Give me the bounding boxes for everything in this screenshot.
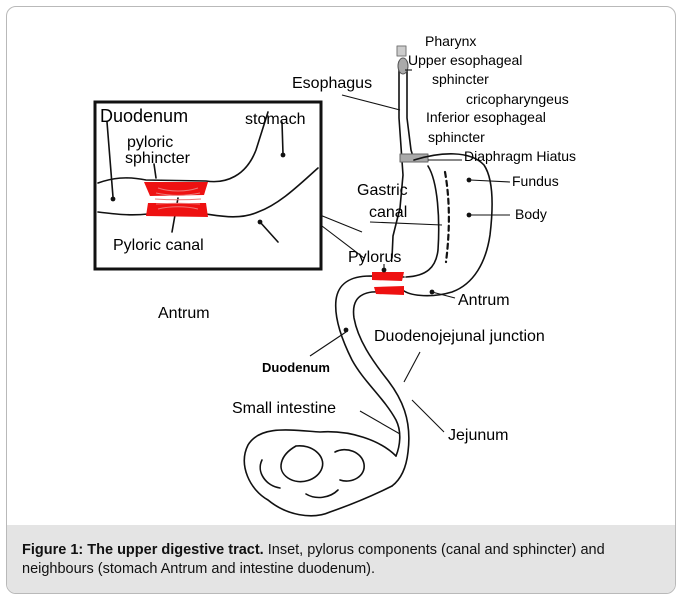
caption-title: Figure 1: The upper digestive tract. xyxy=(22,542,264,558)
label-body: Body xyxy=(515,206,547,222)
gastric-canal-line xyxy=(445,172,449,262)
label-canal: canal xyxy=(369,204,407,221)
small-intestine-loop-1 xyxy=(281,446,323,482)
small-intestine-loop-2 xyxy=(335,450,364,481)
label-antrum-right: Antrum xyxy=(458,292,510,309)
label-diaphragm: Diaphragm Hiatus xyxy=(464,148,576,164)
small-intestine-loop-4 xyxy=(306,490,338,497)
jejunum-pointer xyxy=(412,400,444,432)
label-duodenum: Duodenum xyxy=(262,360,330,375)
inset-label-pyloric: pyloric xyxy=(127,134,173,151)
small-intestine-loop-3 xyxy=(260,460,280,488)
esophagus-pointer xyxy=(342,95,400,110)
label-cricopharyngeus: cricopharyngeus xyxy=(466,91,569,107)
inset-label-sphincter: sphincter xyxy=(125,150,191,167)
label-upper-esophageal: Upper esophageal xyxy=(408,52,522,68)
inset-label-pyloric-canal: Pyloric canal xyxy=(113,237,204,254)
label-inferior-esophageal: Inferior esophageal xyxy=(426,109,546,125)
stomach-inner-wall xyxy=(406,166,439,277)
label-gastric: Gastric xyxy=(357,182,408,199)
label-duodenojejunal: Duodenojejunal junction xyxy=(374,328,545,345)
duodenum-dot xyxy=(344,328,349,333)
upper-sphincter-shape xyxy=(398,58,408,74)
label-pharynx: Pharynx xyxy=(425,33,476,49)
pylorus-sphincter-lower xyxy=(374,286,404,295)
gastric-pointer xyxy=(370,222,442,225)
label-pylorus: Pylorus xyxy=(348,249,401,266)
inset-duodenum-dot xyxy=(111,197,116,202)
esophagus-right-wall xyxy=(407,62,414,160)
label-inferior-sphincter: sphincter xyxy=(428,129,485,145)
pylorus-upper-wall xyxy=(336,276,404,456)
inset-sphincter-upper xyxy=(144,182,208,196)
pylorus-lower-wall xyxy=(354,291,409,486)
small-intestine-pointer xyxy=(360,411,400,434)
label-fundus: Fundus xyxy=(512,173,559,189)
pylorus-sphincter-upper xyxy=(372,272,404,281)
stomach-outer-wall xyxy=(404,154,492,296)
label-small-intestine: Small intestine xyxy=(232,400,336,417)
inset-sphincter-lower xyxy=(146,203,208,217)
pylorus-dot xyxy=(382,268,387,273)
duodenojejunal-pointer xyxy=(404,352,420,382)
inset-stomach-dot xyxy=(281,153,286,158)
label-upper-sphincter: sphincter xyxy=(432,71,489,87)
figure-caption: Figure 1: The upper digestive tract. Ins… xyxy=(22,541,662,579)
fundus-dot xyxy=(467,178,472,183)
body-dot xyxy=(467,213,472,218)
antrum-dot xyxy=(430,290,435,295)
label-esophagus: Esophagus xyxy=(292,75,372,92)
inset-label-duodenum: Duodenum xyxy=(100,106,188,126)
label-jejunum: Jejunum xyxy=(448,427,508,444)
pharynx-shape xyxy=(397,46,406,56)
duodenum-pointer xyxy=(310,332,346,356)
label-antrum-left: Antrum xyxy=(158,305,210,322)
inset-label-stomach: stomach xyxy=(245,111,305,128)
inset-antrum-dot xyxy=(258,220,263,225)
